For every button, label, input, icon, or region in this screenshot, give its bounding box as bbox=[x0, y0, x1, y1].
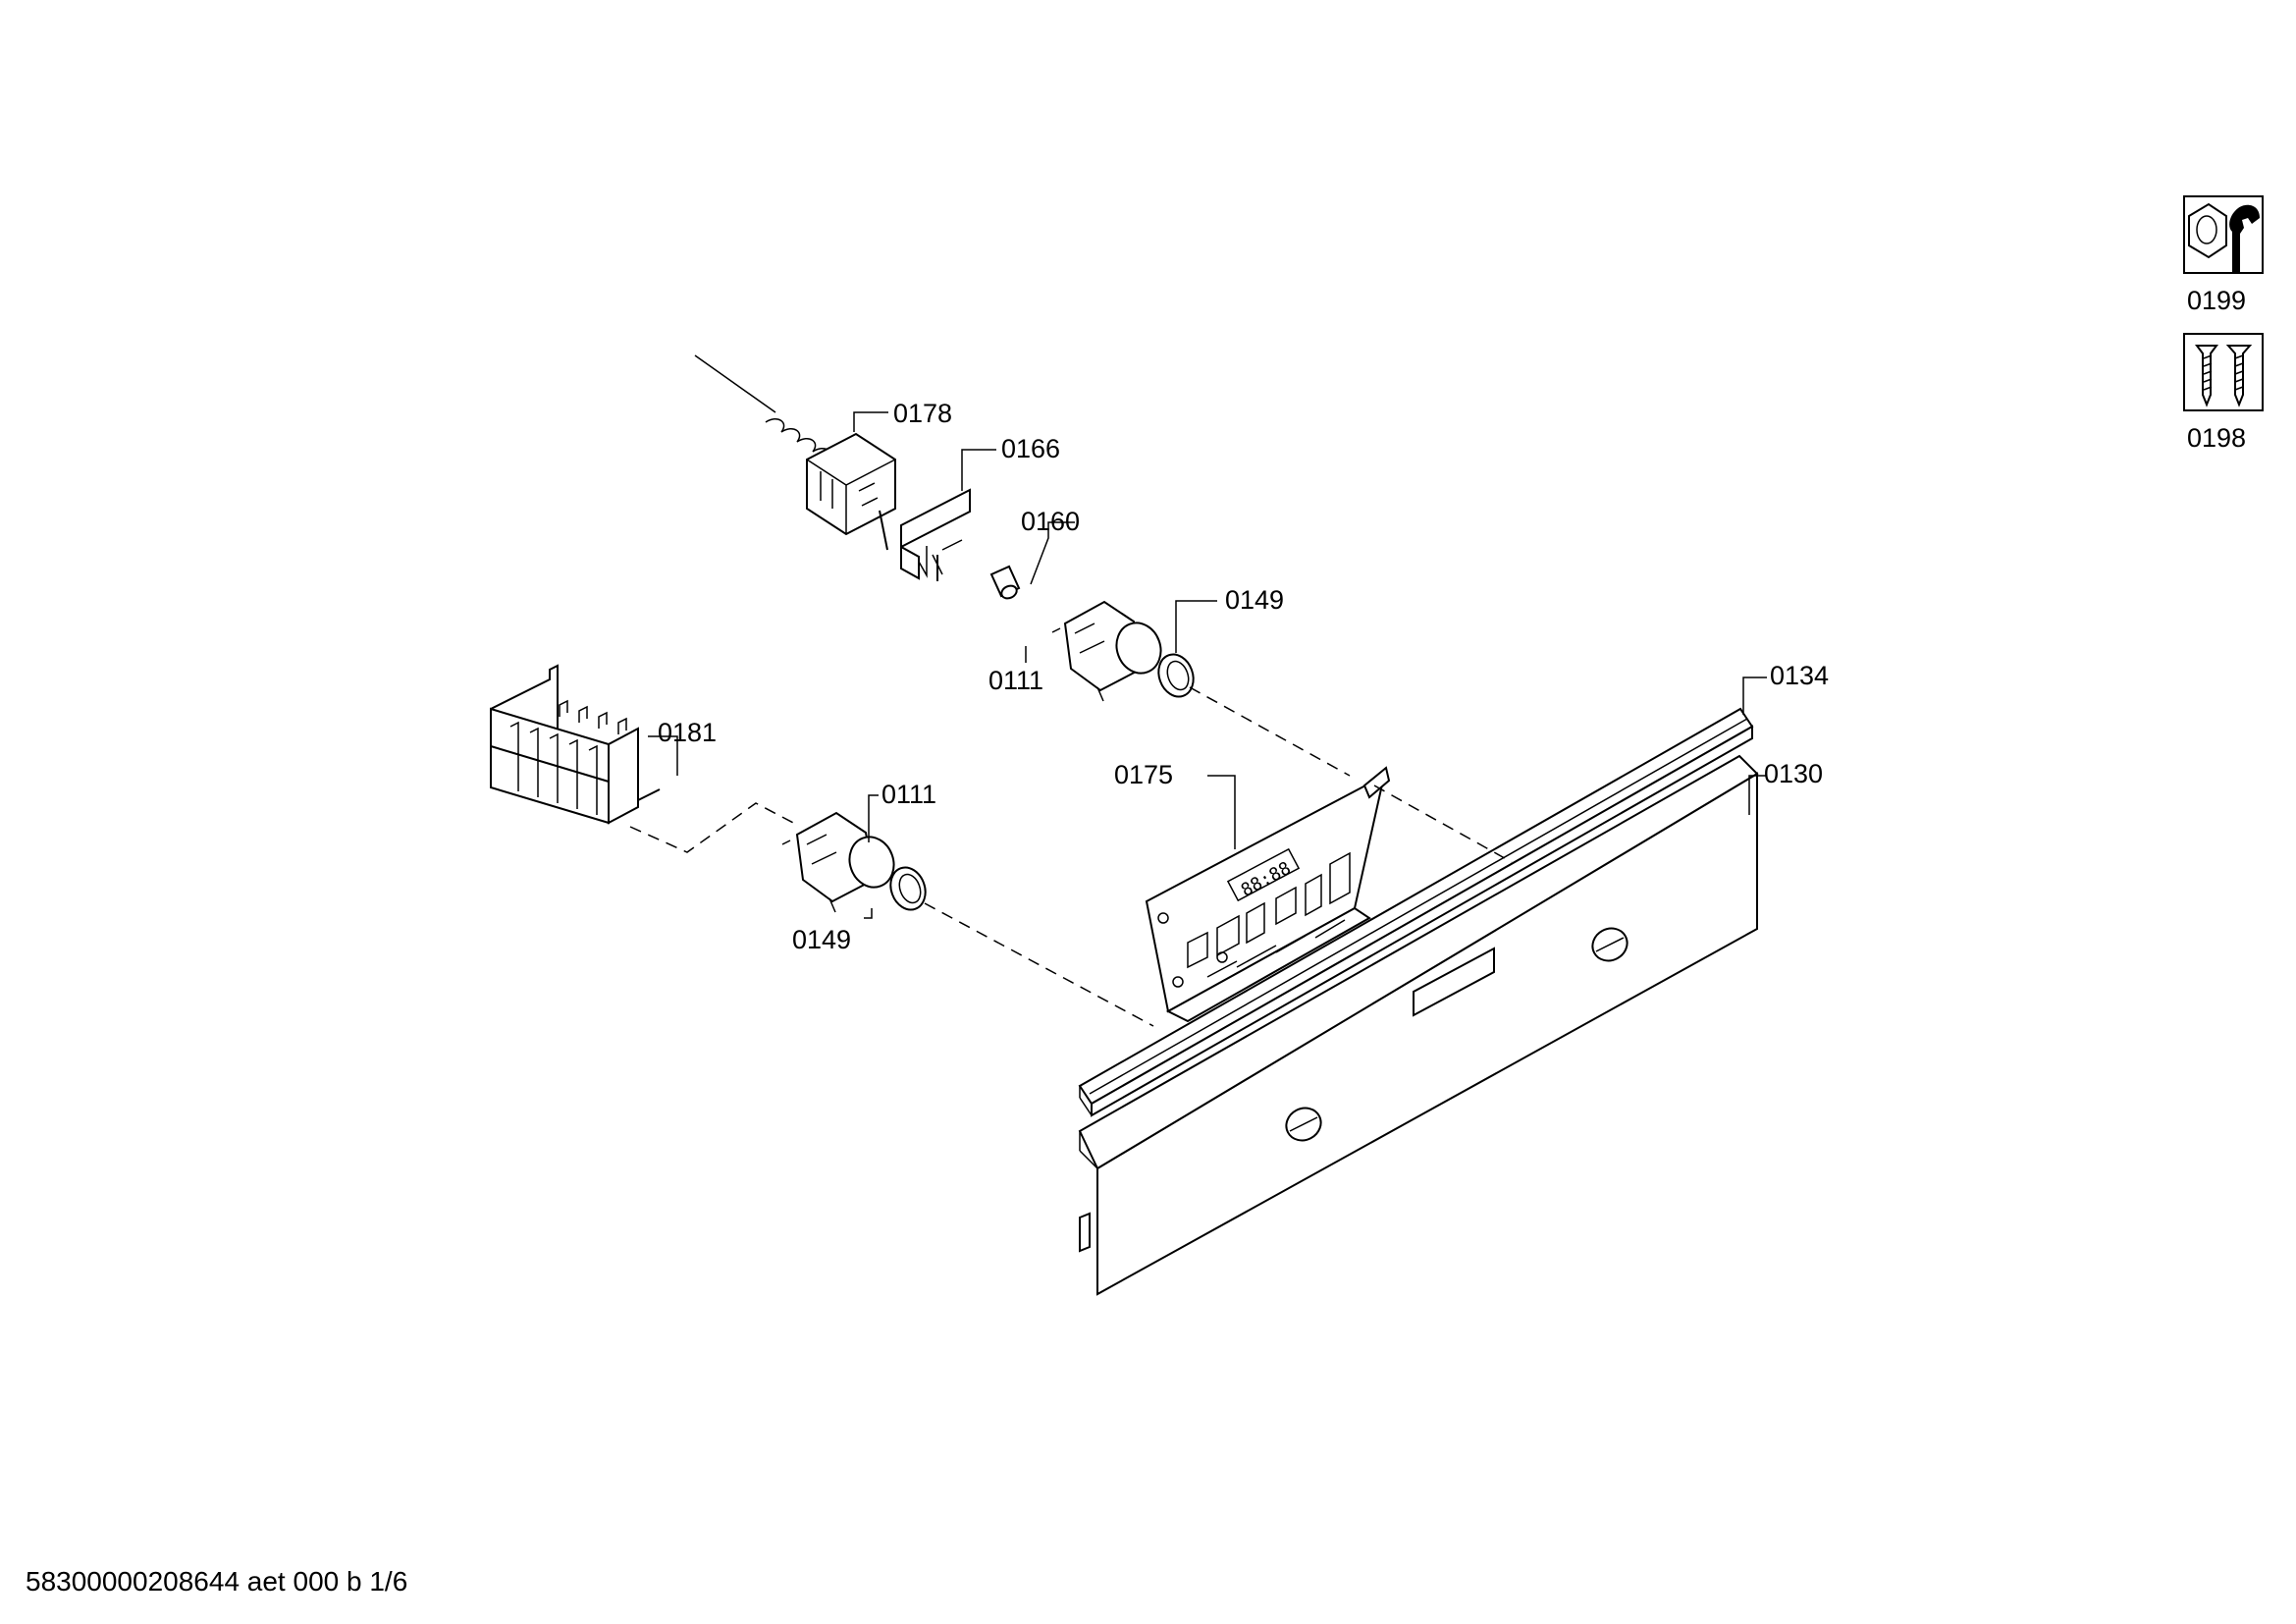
label-0178: 0178 bbox=[893, 399, 952, 428]
label-0149-top: 0149 bbox=[1225, 585, 1284, 615]
label-0198: 0198 bbox=[2187, 423, 2246, 453]
label-0166: 0166 bbox=[1001, 434, 1060, 463]
label-0149-middle: 0149 bbox=[792, 925, 851, 954]
cylinder-part bbox=[989, 565, 1021, 600]
screws-icon bbox=[2183, 333, 2264, 411]
middle-ring-part bbox=[889, 866, 927, 911]
nut-and-wrench-icon bbox=[2183, 195, 2264, 274]
assembly-lines bbox=[629, 686, 1513, 1027]
thermostat-part bbox=[694, 354, 896, 551]
label-0181: 0181 bbox=[658, 718, 717, 747]
electronic-module-part: 88:88 bbox=[1145, 766, 1391, 1023]
label-0175: 0175 bbox=[1114, 760, 1173, 789]
bracket-part bbox=[900, 488, 971, 581]
top-ring-part bbox=[1157, 653, 1195, 698]
leader-lines bbox=[648, 411, 1767, 919]
label-0134: 0134 bbox=[1770, 661, 1829, 690]
middle-switch-part bbox=[781, 811, 895, 913]
top-switch-part bbox=[1051, 600, 1162, 702]
label-0111-top: 0111 bbox=[988, 666, 1043, 695]
label-0199: 0199 bbox=[2187, 286, 2246, 315]
trim-strip-part bbox=[1078, 707, 1754, 1117]
label-0111-middle: 0111 bbox=[881, 780, 936, 809]
control-panel-part bbox=[1078, 754, 1759, 1296]
selector-switch-part bbox=[490, 664, 661, 825]
document-id: 58300000208644 aet 000 b 1/6 bbox=[26, 1566, 408, 1597]
label-0160: 0160 bbox=[1021, 507, 1080, 536]
label-0130: 0130 bbox=[1764, 759, 1823, 788]
